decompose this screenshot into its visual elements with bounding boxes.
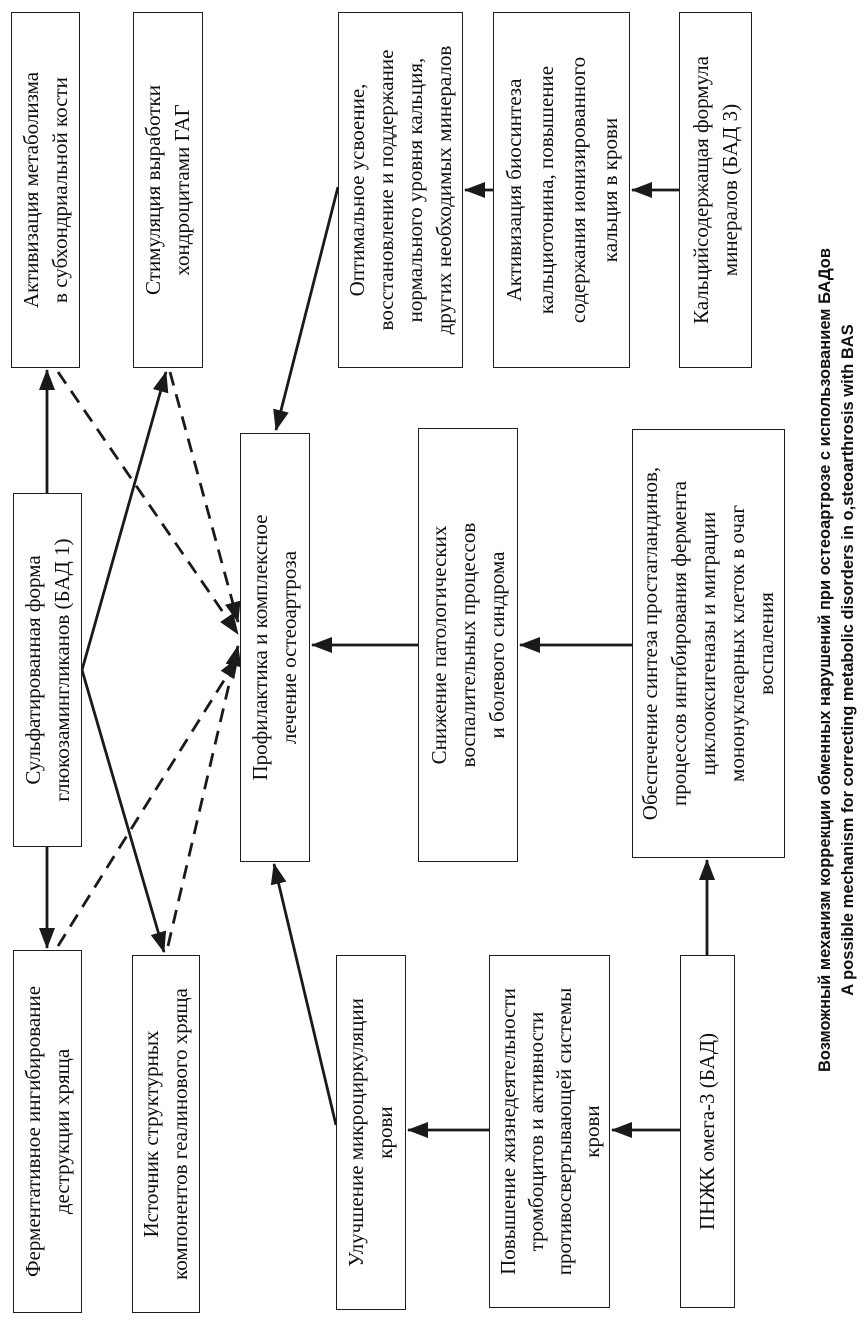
box-bad3: Кальцийсодержащая формула минералов (БАД… [679,12,752,368]
box-gag: Стимуляция выработки хондроцитами ГАГ [133,12,203,368]
box-platelets: Повышение жизнедеятельности тромбоцитов … [489,955,610,1308]
arrow-bad1-to-structural-source [80,669,167,953]
box-calcitonin: Активизация биосинтеза кальциотонина, по… [493,12,630,368]
box-omega3-bad: ПНЖК омега-3 (БАД) [680,955,735,1308]
box-metabolism: Активизация метаболизма в субхондриально… [11,12,80,368]
dashed-arrow-gag-to-central [168,371,241,623]
arrow-bad1-to-gag [80,371,169,671]
dashed-arrow-enzyme-inhibition-to-central [56,657,240,947]
box-prostaglandins: Обеспечение синтеза простагландинов, про… [632,429,785,858]
dashed-arrow-metabolism-to-central [56,371,240,635]
box-inflammation: Снижение патологических воспалительных п… [418,428,518,862]
box-structural-source: Источник структурных компонентов геалино… [132,955,200,1313]
arrow-microcirculation-to-central [270,863,338,1126]
dashed-arrow-structural-source-to-central [166,645,242,947]
box-enzyme-inhibition: Ферментативное ингибирование деструкции … [13,950,82,1313]
box-central-treatment: Профилактика и комплексное лечение остео… [240,433,310,862]
box-bad1: Сульфатированная форма глюкозамингликано… [13,493,82,847]
box-microcirculation: Улучшение микроциркуляции крови [336,955,406,1310]
box-calcium-level: Оптимальное усвоение, восстановление и п… [338,12,463,368]
arrow-calcium-level-to-central [273,186,340,431]
